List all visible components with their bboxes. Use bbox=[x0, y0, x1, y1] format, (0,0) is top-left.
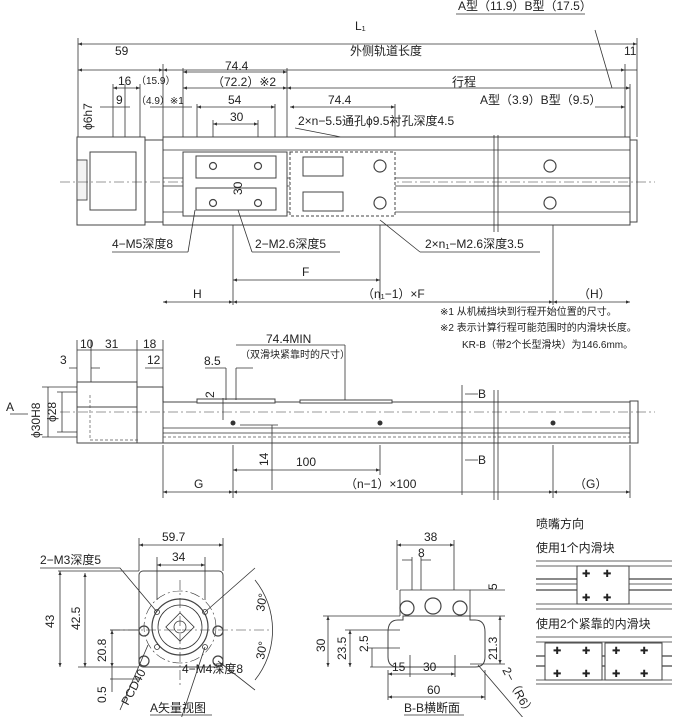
dim-F: F bbox=[302, 265, 309, 279]
dim-60: 60 bbox=[427, 683, 441, 697]
svg-text:✚: ✚ bbox=[640, 646, 648, 657]
note-ab-end: A型（11.9）B型（17.5） bbox=[458, 0, 592, 13]
svg-text:✚: ✚ bbox=[612, 669, 620, 680]
dim-31: 31 bbox=[105, 337, 119, 351]
side-view: 10 31 18 3 12 74.4MIN （双滑块紧靠时的尺寸） 8.5 2 … bbox=[6, 332, 655, 500]
angle-30-top: 30° bbox=[253, 592, 270, 613]
note-3: KR-B（带2个长型滑块）为146.6mm。 bbox=[462, 338, 633, 351]
dim-8-5: 8.5 bbox=[204, 354, 221, 368]
dim-59-7: 59.7 bbox=[162, 530, 186, 544]
dim-10: 10 bbox=[80, 337, 94, 351]
dim-8: 8 bbox=[418, 546, 425, 560]
dim-r6: 2−（R6） bbox=[499, 665, 536, 717]
svg-text:✚: ✚ bbox=[582, 593, 590, 604]
view-arrow-A: A bbox=[6, 400, 14, 414]
svg-text:✚: ✚ bbox=[640, 669, 648, 680]
dim-shaft: ϕ6h7 bbox=[81, 103, 95, 130]
dim-34: 34 bbox=[172, 550, 186, 564]
svg-text:✚: ✚ bbox=[582, 569, 590, 580]
m3-callout: 2−M3深度5 bbox=[40, 552, 101, 567]
dim-59: 59 bbox=[115, 44, 129, 58]
dim-30: 30 bbox=[230, 110, 244, 124]
section-B-top: B bbox=[478, 387, 486, 401]
dim-L1: L₁ bbox=[355, 19, 366, 33]
dim-30-bb-bottom: 30 bbox=[423, 660, 437, 674]
dim-30-vertical: 30 bbox=[231, 181, 245, 195]
nozzle-two-sliders-label: 使用2个紧靠的内滑块 bbox=[536, 616, 651, 631]
dim-n-100: （n−1）×100 bbox=[345, 477, 417, 491]
svg-text:✚: ✚ bbox=[612, 646, 620, 657]
bb-section-title: B-B横断面 bbox=[404, 700, 460, 715]
top-view: L₁ A型（11.9）B型（17.5） 59 外侧轨道长度 11 74.4 （7… bbox=[60, 0, 655, 305]
m2-6-n1-callout: 2×n₁−M2.6深度3.5 bbox=[425, 236, 524, 251]
svg-text:✚: ✚ bbox=[603, 569, 611, 580]
dim-38: 38 bbox=[424, 530, 438, 544]
a-view-title: A矢量视图 bbox=[150, 700, 206, 715]
dim-20-8: 20.8 bbox=[95, 638, 109, 662]
m5-callout: 4−M5深度8 bbox=[112, 236, 173, 251]
dim-n1-F: （n₁−1）×F bbox=[362, 287, 425, 301]
svg-text:✚: ✚ bbox=[582, 646, 590, 657]
dim-11: 11 bbox=[624, 44, 637, 58]
dim-3: 3 bbox=[60, 353, 67, 367]
dim-H-end: （H） bbox=[578, 287, 611, 301]
dim-15: 15 bbox=[392, 660, 406, 674]
svg-text:✚: ✚ bbox=[553, 669, 561, 680]
min-note: （双滑块紧靠时的尺寸） bbox=[240, 348, 350, 361]
dim-16: 16 bbox=[118, 74, 132, 88]
dim-42-5: 42.5 bbox=[69, 606, 83, 630]
dim-2: 2 bbox=[203, 391, 217, 398]
svg-text:✚: ✚ bbox=[603, 593, 611, 604]
note-ab-start: A型（3.9）B型（9.5） bbox=[480, 93, 601, 107]
dim-21-3: 21.3 bbox=[486, 636, 500, 660]
dim-30-bb: 30 bbox=[314, 638, 328, 652]
svg-text:✚: ✚ bbox=[553, 646, 561, 657]
dim-28: ϕ28 bbox=[45, 402, 59, 422]
dim-23-5: 23.5 bbox=[335, 636, 349, 660]
dim-43: 43 bbox=[43, 614, 57, 628]
dim-G: G bbox=[194, 477, 203, 491]
dim-outer-rail-length: 外侧轨道长度 bbox=[350, 43, 422, 58]
section-B-bottom: B bbox=[478, 453, 486, 467]
dim-H: H bbox=[193, 287, 202, 301]
m4-callout: 4−M4深度8 bbox=[182, 661, 243, 676]
dim-pcd40: PCD40 bbox=[118, 666, 149, 707]
dim-4-9: （4.9）※1 bbox=[136, 95, 184, 107]
nozzle-title: 喷嘴方向 bbox=[536, 516, 584, 531]
note-2: ※2 表示计算行程可能范围时的内滑块长度。 bbox=[440, 321, 637, 334]
bb-section: 38 8 5 30 23.5 2.5 21.3 15 30 60 2−（R6） … bbox=[314, 530, 537, 717]
nozzle-direction: 喷嘴方向 使用1个内滑块 ✚ ✚ ✚ ✚ 使用2个紧靠的内滑块 ✚ ✚ ✚ ✚ ✚ ✚ ✚… bbox=[536, 516, 672, 685]
dim-G-end: （G） bbox=[574, 477, 607, 491]
dim-72-2: （72.2）※2 bbox=[212, 75, 276, 89]
note-1: ※1 从机械挡块到行程开始位置的尺寸。 bbox=[440, 305, 617, 318]
dim-15-9: （15.9） bbox=[136, 75, 175, 87]
dim-74-4-b: 74.4 bbox=[328, 93, 352, 107]
dim-14: 14 bbox=[257, 452, 271, 466]
angle-30-bottom: 30° bbox=[253, 640, 270, 661]
notes: ※1 从机械挡块到行程开始位置的尺寸。 ※2 表示计算行程可能范围时的内滑块长度… bbox=[440, 305, 637, 351]
dim-54: 54 bbox=[228, 93, 242, 107]
dim-stroke: 行程 bbox=[452, 74, 476, 89]
svg-text:✚: ✚ bbox=[582, 669, 590, 680]
dim-12: 12 bbox=[147, 353, 161, 367]
dim-9: 9 bbox=[116, 93, 123, 107]
m2-6-callout: 2−M2.6深度5 bbox=[255, 236, 326, 251]
dim-0-5: 0.5 bbox=[95, 686, 109, 703]
dim-5: 5 bbox=[486, 583, 500, 590]
through-hole-callout: 2×n−5.5通孔ϕ9.5衬孔深度4.5 bbox=[298, 113, 454, 128]
dim-100: 100 bbox=[296, 455, 316, 469]
dim-30-h8: ϕ30H8 bbox=[29, 402, 43, 438]
dim-2-5: 2.5 bbox=[357, 635, 371, 652]
nozzle-one-slider-label: 使用1个内滑块 bbox=[536, 540, 615, 555]
dim-74-4: 74.4 bbox=[225, 59, 249, 73]
a-view: 59.7 34 2−M3深度5 43 42.5 20.8 0.5 PCD40 4… bbox=[40, 530, 273, 717]
dim-18: 18 bbox=[143, 337, 157, 351]
dim-74-4-min: 74.4MIN bbox=[266, 332, 311, 346]
